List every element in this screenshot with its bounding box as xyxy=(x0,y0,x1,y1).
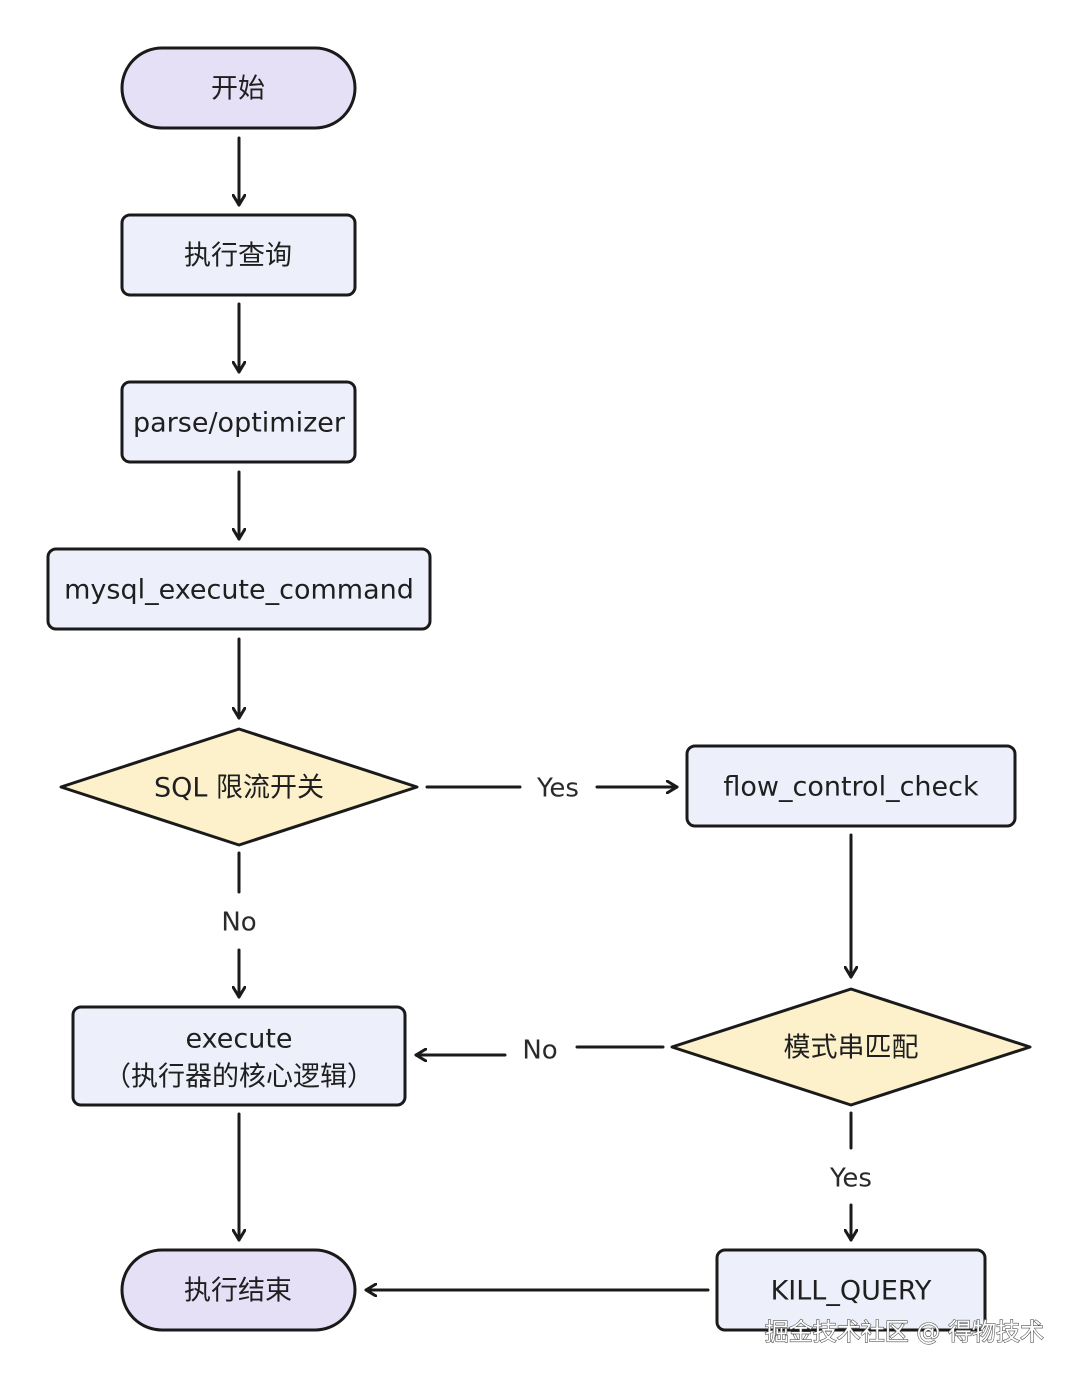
node-end: 执行结束 xyxy=(120,1248,357,1332)
match-yes-label: Yes xyxy=(829,1164,872,1194)
node-exec-query: 执行查询 xyxy=(120,213,357,297)
pattern-match-label: 模式串匹配 xyxy=(784,1033,919,1064)
execute-label-line1: execute xyxy=(185,1024,292,1055)
switch-yes-label: Yes xyxy=(536,774,579,804)
node-parse-optimizer: parse/optimizer xyxy=(120,380,357,464)
flow-check-box xyxy=(685,744,1017,828)
kill-query-box xyxy=(715,1248,987,1332)
match-no-label: No xyxy=(522,1036,557,1066)
execute-box xyxy=(71,1005,407,1107)
mysql-exec-box xyxy=(46,547,432,631)
node-pattern-match-decision: 模式串匹配 xyxy=(670,987,1032,1107)
exec-query-box xyxy=(120,213,357,297)
mysql-exec-label: mysql_execute_command xyxy=(64,575,414,606)
node-sql-switch-decision: SQL 限流开关 xyxy=(59,727,419,847)
parse-label: parse/optimizer xyxy=(133,408,346,439)
exec-query-label: 执行查询 xyxy=(184,241,292,272)
parse-box xyxy=(120,380,357,464)
node-mysql-execute-command: mysql_execute_command xyxy=(46,547,432,631)
flow-check-label: flow_control_check xyxy=(723,772,979,803)
end-label: 执行结束 xyxy=(184,1276,292,1307)
node-kill-query: KILL_QUERY xyxy=(715,1248,987,1332)
node-start: 开始 xyxy=(120,46,357,130)
switch-no-label: No xyxy=(221,908,256,938)
node-execute: execute （执行器的核心逻辑） xyxy=(71,1005,407,1107)
sql-switch-label: SQL 限流开关 xyxy=(154,773,324,804)
execute-label-line2: （执行器的核心逻辑） xyxy=(104,1062,374,1093)
node-flow-control-check: flow_control_check xyxy=(685,744,1017,828)
pattern-match-diamond xyxy=(670,987,1032,1107)
kill-query-label: KILL_QUERY xyxy=(771,1276,932,1307)
end-terminal-shape xyxy=(120,1248,357,1332)
start-label: 开始 xyxy=(211,74,265,105)
watermark-text: 掘金技术社区 @ 得物技术 xyxy=(765,1318,1044,1346)
sql-switch-diamond xyxy=(59,727,419,847)
connectors xyxy=(239,136,851,1290)
start-terminal-shape xyxy=(120,46,357,130)
